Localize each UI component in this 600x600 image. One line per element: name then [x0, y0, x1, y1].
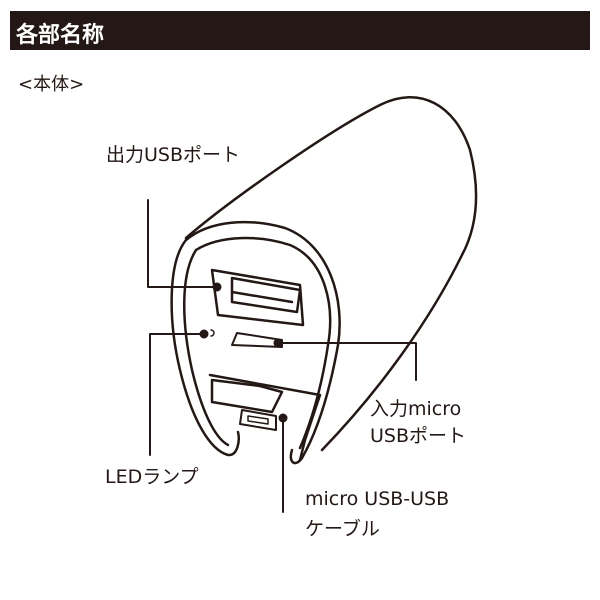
cable-connector: [210, 378, 284, 414]
label-cable-line2: ケーブル: [305, 518, 380, 540]
label-led-lamp: LEDランプ: [105, 466, 199, 488]
led-indicator: [210, 329, 215, 337]
leader-lines: [147, 199, 417, 513]
page-title: 各部名称: [16, 23, 105, 48]
label-output-usb-port: 出力USBポート: [106, 144, 241, 166]
dot-cable: [278, 413, 288, 423]
section-label: <本体>: [18, 74, 85, 95]
dot-led: [199, 329, 209, 339]
label-input-micro-line2: USBポート: [370, 425, 467, 447]
leader-input-micro: [277, 342, 417, 381]
device-face-inner: [183, 236, 332, 450]
usb-port-outline: [210, 268, 305, 327]
dot-input-micro: [273, 338, 283, 348]
micro-usb-port: [231, 332, 283, 348]
label-input-micro-line1: 入力micro: [370, 398, 462, 420]
label-cable-line1: micro USB-USB: [305, 488, 450, 510]
header-bar: 各部名称: [10, 11, 590, 50]
leader-led: [149, 333, 205, 456]
dot-output-usb: [212, 282, 222, 292]
leader-output-usb: [147, 199, 218, 288]
device-body-outline: [184, 96, 478, 452]
cable-plug: [239, 409, 277, 431]
usb-port-insert: [230, 276, 302, 314]
